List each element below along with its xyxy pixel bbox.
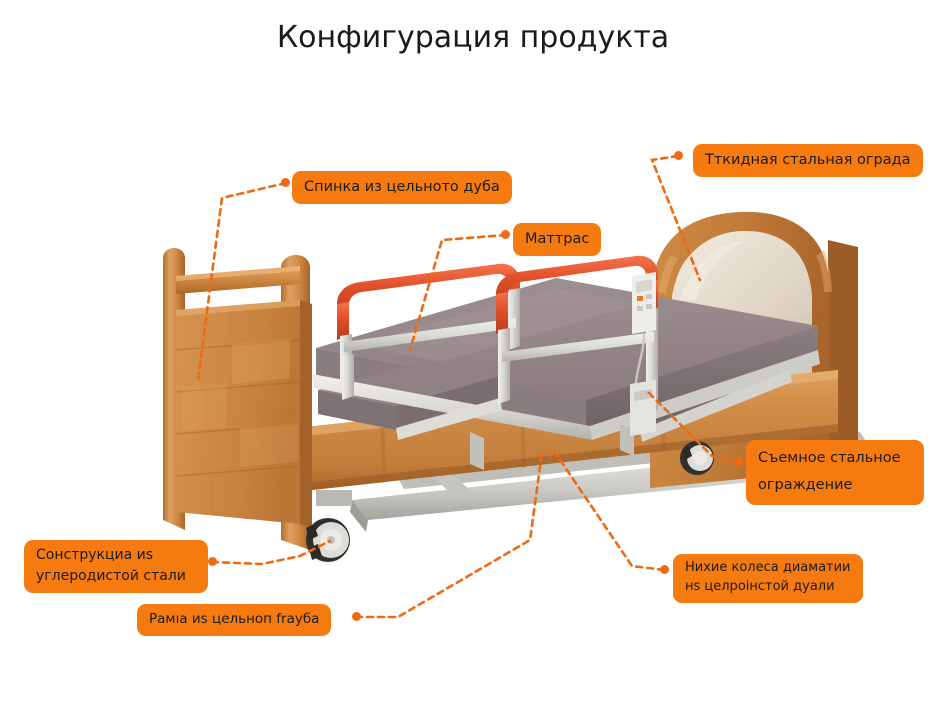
callout-solid-oak-backrest[interactable]: Спинка из цельното дуба bbox=[292, 171, 512, 205]
callout-removable-line1: Съемное стальное bbox=[758, 450, 901, 466]
callout-carbon-line2: углеродистой стали bbox=[36, 568, 186, 584]
callout-carbon-steel-construction[interactable]: Сонструкциа иs углеродистой стали bbox=[24, 540, 208, 593]
callout-dot-fold-steel-rail bbox=[674, 151, 683, 160]
callout-dot-removable-steel-rail bbox=[734, 457, 743, 466]
callout-solid-wood-frame[interactable]: Рамıа иs цельноп frayба bbox=[137, 604, 332, 636]
callout-removable-steel-rail[interactable]: Съемное стальное ограждение bbox=[746, 440, 924, 505]
caster-wheel-front bbox=[306, 490, 352, 562]
callout-dot-lower-wheels bbox=[660, 565, 669, 574]
callout-fold-steel-rail[interactable]: Тткидная стальная ограда bbox=[693, 144, 923, 178]
callout-removable-line2: ограждение bbox=[758, 476, 853, 493]
callout-dot-solid-wood-frame bbox=[352, 612, 361, 621]
callout-wheels-line2: нs целроінстой дуали bbox=[685, 578, 835, 594]
callout-dot-carbon-steel bbox=[208, 557, 217, 566]
callout-dot-solid-oak-backrest bbox=[281, 178, 290, 187]
callout-dot-mattress bbox=[501, 230, 510, 239]
callout-lower-wheels[interactable]: Нихие колеса диаматии нs целроінстой дуа… bbox=[673, 554, 863, 603]
footboard bbox=[163, 248, 312, 550]
callout-mattress[interactable]: Маттрас bbox=[513, 223, 602, 257]
callout-wheels-line1: Нихие колеса диаматии bbox=[685, 560, 851, 575]
caster-wheel-right-front bbox=[680, 441, 714, 475]
page-title: Конфигурация продукта bbox=[276, 20, 670, 55]
callout-carbon-line1: Сонструкциа иs bbox=[36, 547, 154, 563]
